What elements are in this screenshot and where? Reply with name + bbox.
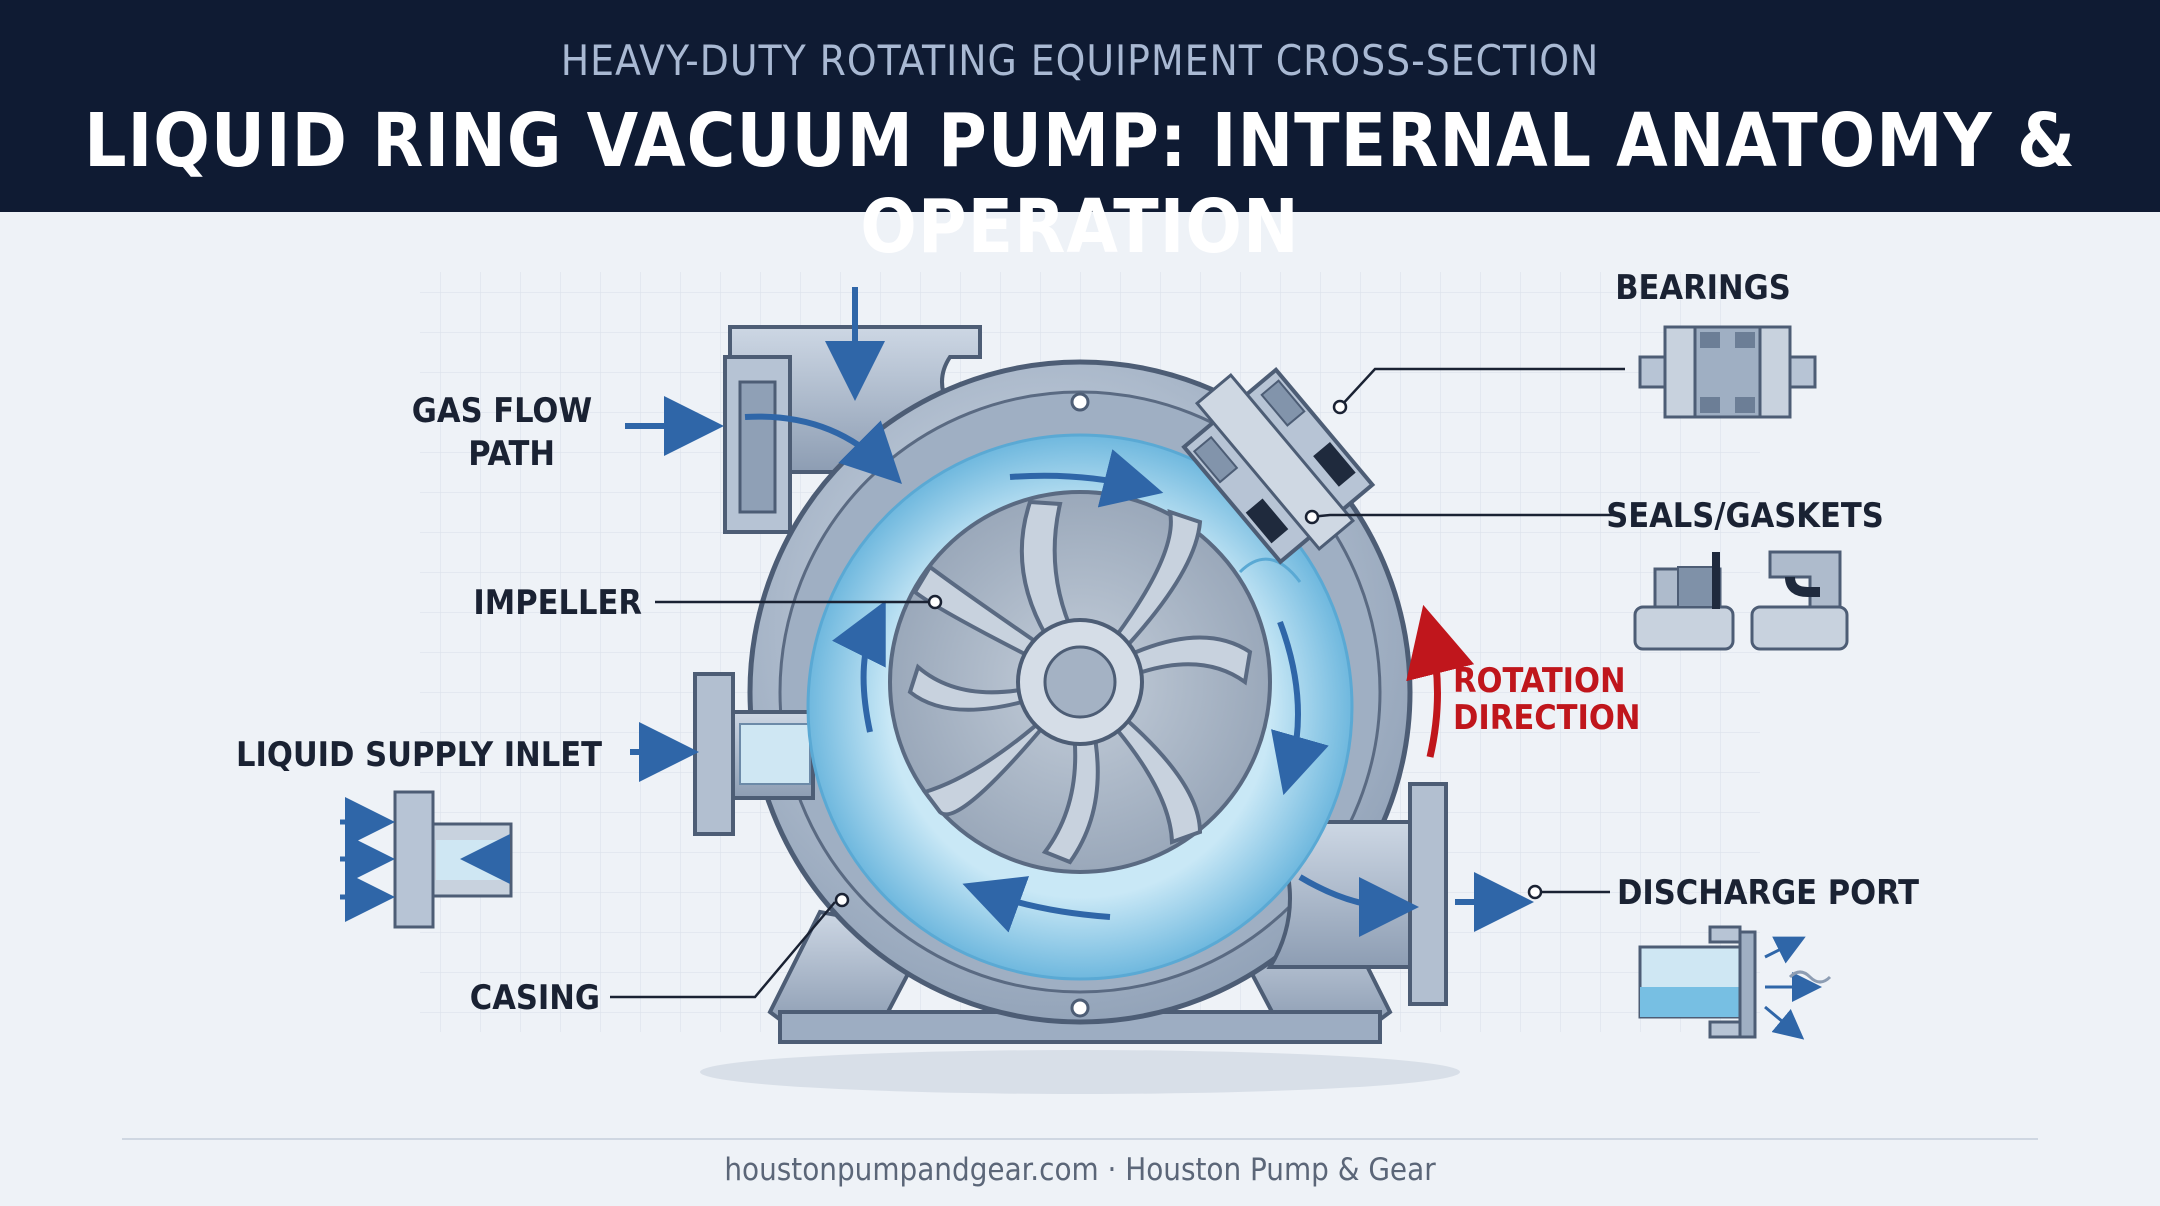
bearing-housing: [1181, 366, 1376, 565]
discharge-inset-icon: [1638, 925, 1832, 1040]
impeller: [888, 490, 1272, 874]
footer-divider: [122, 1138, 2038, 1140]
liquid-inlet-inset-icon: [340, 790, 513, 929]
pump-diagram: GAS FLOW PATH IMPELLER LIQUID SUPPLY INL…: [236, 268, 1919, 1094]
bolt: [1070, 392, 1090, 412]
footer-credit: houstonpumpandgear.com · Houston Pump & …: [724, 1152, 1436, 1188]
page-title: LIQUID RING VACUUM PUMP: INTERNAL ANATOM…: [84, 98, 2076, 270]
label-gas-flow-line2: PATH: [468, 434, 555, 474]
label-gas-flow: GAS FLOW: [412, 391, 592, 431]
liquid-surface: [1238, 557, 1302, 583]
rotation-arrow: [1406, 604, 1475, 758]
label-discharge-port: DISCHARGE PORT: [1617, 873, 1919, 913]
page-subtitle: HEAVY-DUTY ROTATING EQUIPMENT CROSS-SECT…: [560, 36, 1600, 85]
label-bearings: BEARINGS: [1615, 268, 1791, 308]
label-casing: CASING: [470, 978, 600, 1018]
seals-inset-icon: [1633, 550, 1849, 651]
bolt: [1070, 998, 1090, 1018]
ground-shadow: [700, 1050, 1460, 1094]
header-banner: HEAVY-DUTY ROTATING EQUIPMENT CROSS-SECT…: [0, 0, 2160, 270]
liquid-inlet-pipe: [693, 672, 815, 836]
label-seals-gaskets: SEALS/GASKETS: [1606, 496, 1884, 536]
label-rotation-line2: DIRECTION: [1453, 698, 1641, 738]
label-rotation: ROTATION: [1453, 661, 1626, 701]
label-impeller: IMPELLER: [473, 583, 642, 623]
bearing-inset-icon: [1638, 325, 1817, 419]
gas-flow-arrows: [625, 287, 1534, 937]
label-liquid-supply-inlet: LIQUID SUPPLY INLET: [236, 735, 602, 775]
